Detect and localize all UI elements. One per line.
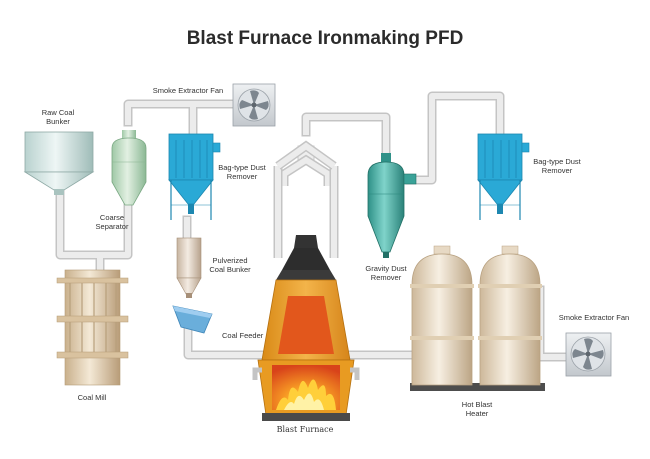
bag-dust-left-label-line2: Remover: [227, 172, 258, 181]
coarse-separator-label-line2: Separator: [96, 222, 129, 231]
fan-blades-icon: [239, 90, 269, 120]
bag-dust-right-label-line1: Bag-type Dust: [533, 157, 581, 166]
fan-blades-icon: [572, 338, 604, 370]
raw-coal-bunker-label-line1: Raw Coal: [42, 108, 75, 117]
smoke-fan-right-label: Smoke Extractor Fan: [559, 313, 629, 322]
coal-feeder-label: Coal Feeder: [222, 331, 264, 340]
pulverized-bunker-label-line2: Coal Bunker: [209, 265, 251, 274]
pulverized-coal-bunker: [176, 237, 202, 298]
coal-feeder: [172, 305, 213, 334]
bag-dust-left-label-line1: Bag-type Dust: [218, 163, 266, 172]
blast-furnace-label: Blast Furnace: [277, 425, 334, 434]
diagram-title: Blast Furnace Ironmaking PFD: [186, 28, 464, 49]
raw-coal-bunker: [23, 131, 95, 195]
coal-mill-label: Coal Mill: [78, 393, 107, 402]
pulverized-bunker-label-line1: Pulverized: [212, 256, 247, 265]
gravity-dust-label-line1: Gravity Dust: [365, 264, 407, 273]
hot-blast-heater-label-line2: Heater: [466, 409, 489, 418]
coarse-separator-label-line1: Coarse: [100, 213, 124, 222]
hot-blast-heater-label-line1: Hot Blast: [462, 400, 493, 409]
raw-coal-bunker-label-line2: Bunker: [46, 117, 70, 126]
hot-blast-heater: [410, 245, 545, 391]
gravity-dust-remover: [367, 153, 417, 258]
smoke-fan-top: [232, 83, 276, 127]
smoke-fan-top-label: Smoke Extractor Fan: [153, 86, 223, 95]
bag-dust-right-label-line2: Remover: [542, 166, 573, 175]
bag-dust-remover-left: [168, 133, 221, 220]
coarse-separator: [111, 130, 147, 206]
blast-furnace: [252, 140, 360, 421]
coal-mill: [56, 269, 129, 386]
fire-icon: [276, 379, 336, 410]
gravity-dust-label-line2: Remover: [371, 273, 402, 282]
bag-dust-remover-right: [477, 133, 530, 220]
smoke-fan-right: [565, 332, 612, 377]
